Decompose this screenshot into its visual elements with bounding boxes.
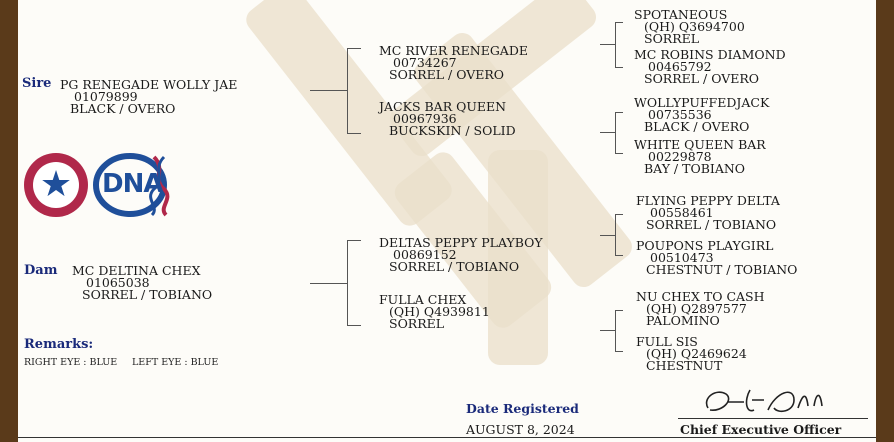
gen3-color: CHESTNUT / TOBIANO <box>646 262 798 277</box>
gen2-color: SORREL <box>389 316 445 331</box>
gen3-name: WOLLYPUFFEDJACK <box>634 95 770 110</box>
sire-block: PG RENEGADE WOLLY JAE 01079899 BLACK / O… <box>60 77 238 116</box>
gen3-reg: (QH) Q3694700 <box>644 19 745 34</box>
gen3-name: FULL SIS <box>636 334 698 349</box>
gen3-entry: POUPONS PLAYGIRL 00510473 CHESTNUT / TOB… <box>636 238 798 277</box>
gen3-reg: 00229878 <box>648 149 712 164</box>
bracket-g3d-vert <box>615 310 616 352</box>
gen3-reg: (QH) Q2897577 <box>646 301 747 316</box>
dam-color: SORREL / TOBIANO <box>82 287 213 302</box>
gen3-reg: (QH) Q2469624 <box>646 346 747 361</box>
bracket-dam-stub <box>310 283 348 284</box>
sire-reg: 01079899 <box>74 89 138 104</box>
gen3-name: POUPONS PLAYGIRL <box>636 238 774 253</box>
gen3-color: SORREL / OVERO <box>644 71 760 86</box>
signature-line <box>678 418 868 419</box>
date-registered-label: Date Registered <box>466 401 579 416</box>
dna-text: DNA <box>102 169 163 199</box>
dna-badge: DNA <box>92 153 172 217</box>
gen2-color: BUCKSKIN / SOLID <box>389 123 516 138</box>
gen2-name: JACKS BAR QUEEN <box>379 99 507 114</box>
bracket-g3d-stub <box>600 330 616 331</box>
gen3-color: SORREL <box>644 31 700 46</box>
gen2-reg: 00967936 <box>393 111 457 126</box>
gen3-color: SORREL / TOBIANO <box>646 217 777 232</box>
bracket-g3c-top <box>615 214 623 215</box>
gen3-reg: 00510473 <box>650 250 714 265</box>
gen2-name: FULLA CHEX <box>379 292 467 307</box>
gen2-reg: 00869152 <box>393 247 457 262</box>
gen3-name: SPOTANEOUS <box>634 7 728 22</box>
gen3-name: MC ROBINS DIAMOND <box>634 47 786 62</box>
bracket-g3b-vert <box>615 112 616 154</box>
sire-color: BLACK / OVERO <box>70 101 176 116</box>
gen3-name: NU CHEX TO CASH <box>636 289 765 304</box>
bracket-g3b-stub <box>600 132 616 133</box>
gen3-reg: 00735536 <box>648 107 712 122</box>
gen3-entry: MC ROBINS DIAMOND 00465792 SORREL / OVER… <box>634 47 786 86</box>
bracket-g3b-top <box>615 112 623 113</box>
gen3-entry: FLYING PEPPY DELTA 00558461 SORREL / TOB… <box>636 193 780 232</box>
gen3-name: WHITE QUEEN BAR <box>634 137 766 152</box>
gen2-name: DELTAS PEPPY PLAYBOY <box>379 235 543 250</box>
bracket-g3a-vert <box>615 22 616 68</box>
date-registered-value: AUGUST 8, 2024 <box>466 422 575 437</box>
gen3-reg: 00558461 <box>650 205 714 220</box>
gen3-color: BLACK / OVERO <box>644 119 750 134</box>
dam-block: MC DELTINA CHEX 01065038 SORREL / TOBIAN… <box>72 263 213 302</box>
bracket-dam-vert <box>347 240 348 326</box>
bracket-sire-top <box>347 48 361 49</box>
bracket-g3d-top <box>615 310 623 311</box>
sire-label: Sire <box>22 76 52 91</box>
gen2-color: SORREL / TOBIANO <box>389 259 520 274</box>
bracket-g3c-bot <box>615 255 623 256</box>
bracket-g3a-bot <box>615 67 623 68</box>
gen2-name: MC RIVER RENEGADE <box>379 43 528 58</box>
gen3-color: BAY / TOBIANO <box>644 161 746 176</box>
gen3-reg: 00465792 <box>648 59 712 74</box>
sire-name: PG RENEGADE WOLLY JAE <box>60 77 238 92</box>
remark-left-eye: LEFT EYE : BLUE <box>132 357 219 368</box>
remarks-label: Remarks: <box>24 337 94 352</box>
gen3-entry: NU CHEX TO CASH (QH) Q2897577 PALOMINO <box>636 289 765 328</box>
gen3-entry: WOLLYPUFFEDJACK 00735536 BLACK / OVERO <box>634 95 770 134</box>
bottom-rule <box>18 437 876 438</box>
gen2-reg: (QH) Q4939811 <box>389 304 490 319</box>
gen3-entry: SPOTANEOUS (QH) Q3694700 SORREL <box>634 7 745 46</box>
dam-label: Dam <box>24 263 58 278</box>
gen3-name: FLYING PEPPY DELTA <box>636 193 780 208</box>
bracket-g3b-bot <box>615 153 623 154</box>
gen2-entry: FULLA CHEX (QH) Q4939811 SORREL <box>379 292 490 331</box>
bracket-dam-bot <box>347 325 361 326</box>
dam-reg: 01065038 <box>86 275 150 290</box>
gen3-color: CHESTNUT <box>646 358 723 373</box>
bracket-g3c-stub <box>600 235 616 236</box>
bracket-g3a-stub <box>600 44 616 45</box>
bracket-sire-bot <box>347 133 361 134</box>
certificate-page: Sire PG RENEGADE WOLLY JAE 01079899 BLAC… <box>18 0 876 442</box>
gen3-color: PALOMINO <box>646 313 720 328</box>
gen2-entry: MC RIVER RENEGADE 00734267 SORREL / OVER… <box>379 43 528 82</box>
gen3-entry: WHITE QUEEN BAR 00229878 BAY / TOBIANO <box>634 137 766 176</box>
bracket-g3c-vert <box>615 214 616 256</box>
officer-title: Chief Executive Officer <box>680 422 842 437</box>
remark-right-eye: RIGHT EYE : BLUE <box>24 357 118 368</box>
heritage-seal: ★ <box>24 153 88 217</box>
bracket-g3a-top <box>615 22 623 23</box>
bracket-g3d-bot <box>615 351 623 352</box>
gen2-reg: 00734267 <box>393 55 457 70</box>
signature-image <box>698 380 838 420</box>
bracket-dam-top <box>347 240 361 241</box>
bracket-sire-vert <box>347 48 348 134</box>
gen2-entry: JACKS BAR QUEEN 00967936 BUCKSKIN / SOLI… <box>379 99 516 138</box>
gen3-entry: FULL SIS (QH) Q2469624 CHESTNUT <box>636 334 747 373</box>
star-seal-icon: ★ <box>39 164 73 205</box>
gen2-color: SORREL / OVERO <box>389 67 505 82</box>
bracket-sire-stub <box>310 90 348 91</box>
dam-name: MC DELTINA CHEX <box>72 263 201 278</box>
gen2-entry: DELTAS PEPPY PLAYBOY 00869152 SORREL / T… <box>379 235 543 274</box>
